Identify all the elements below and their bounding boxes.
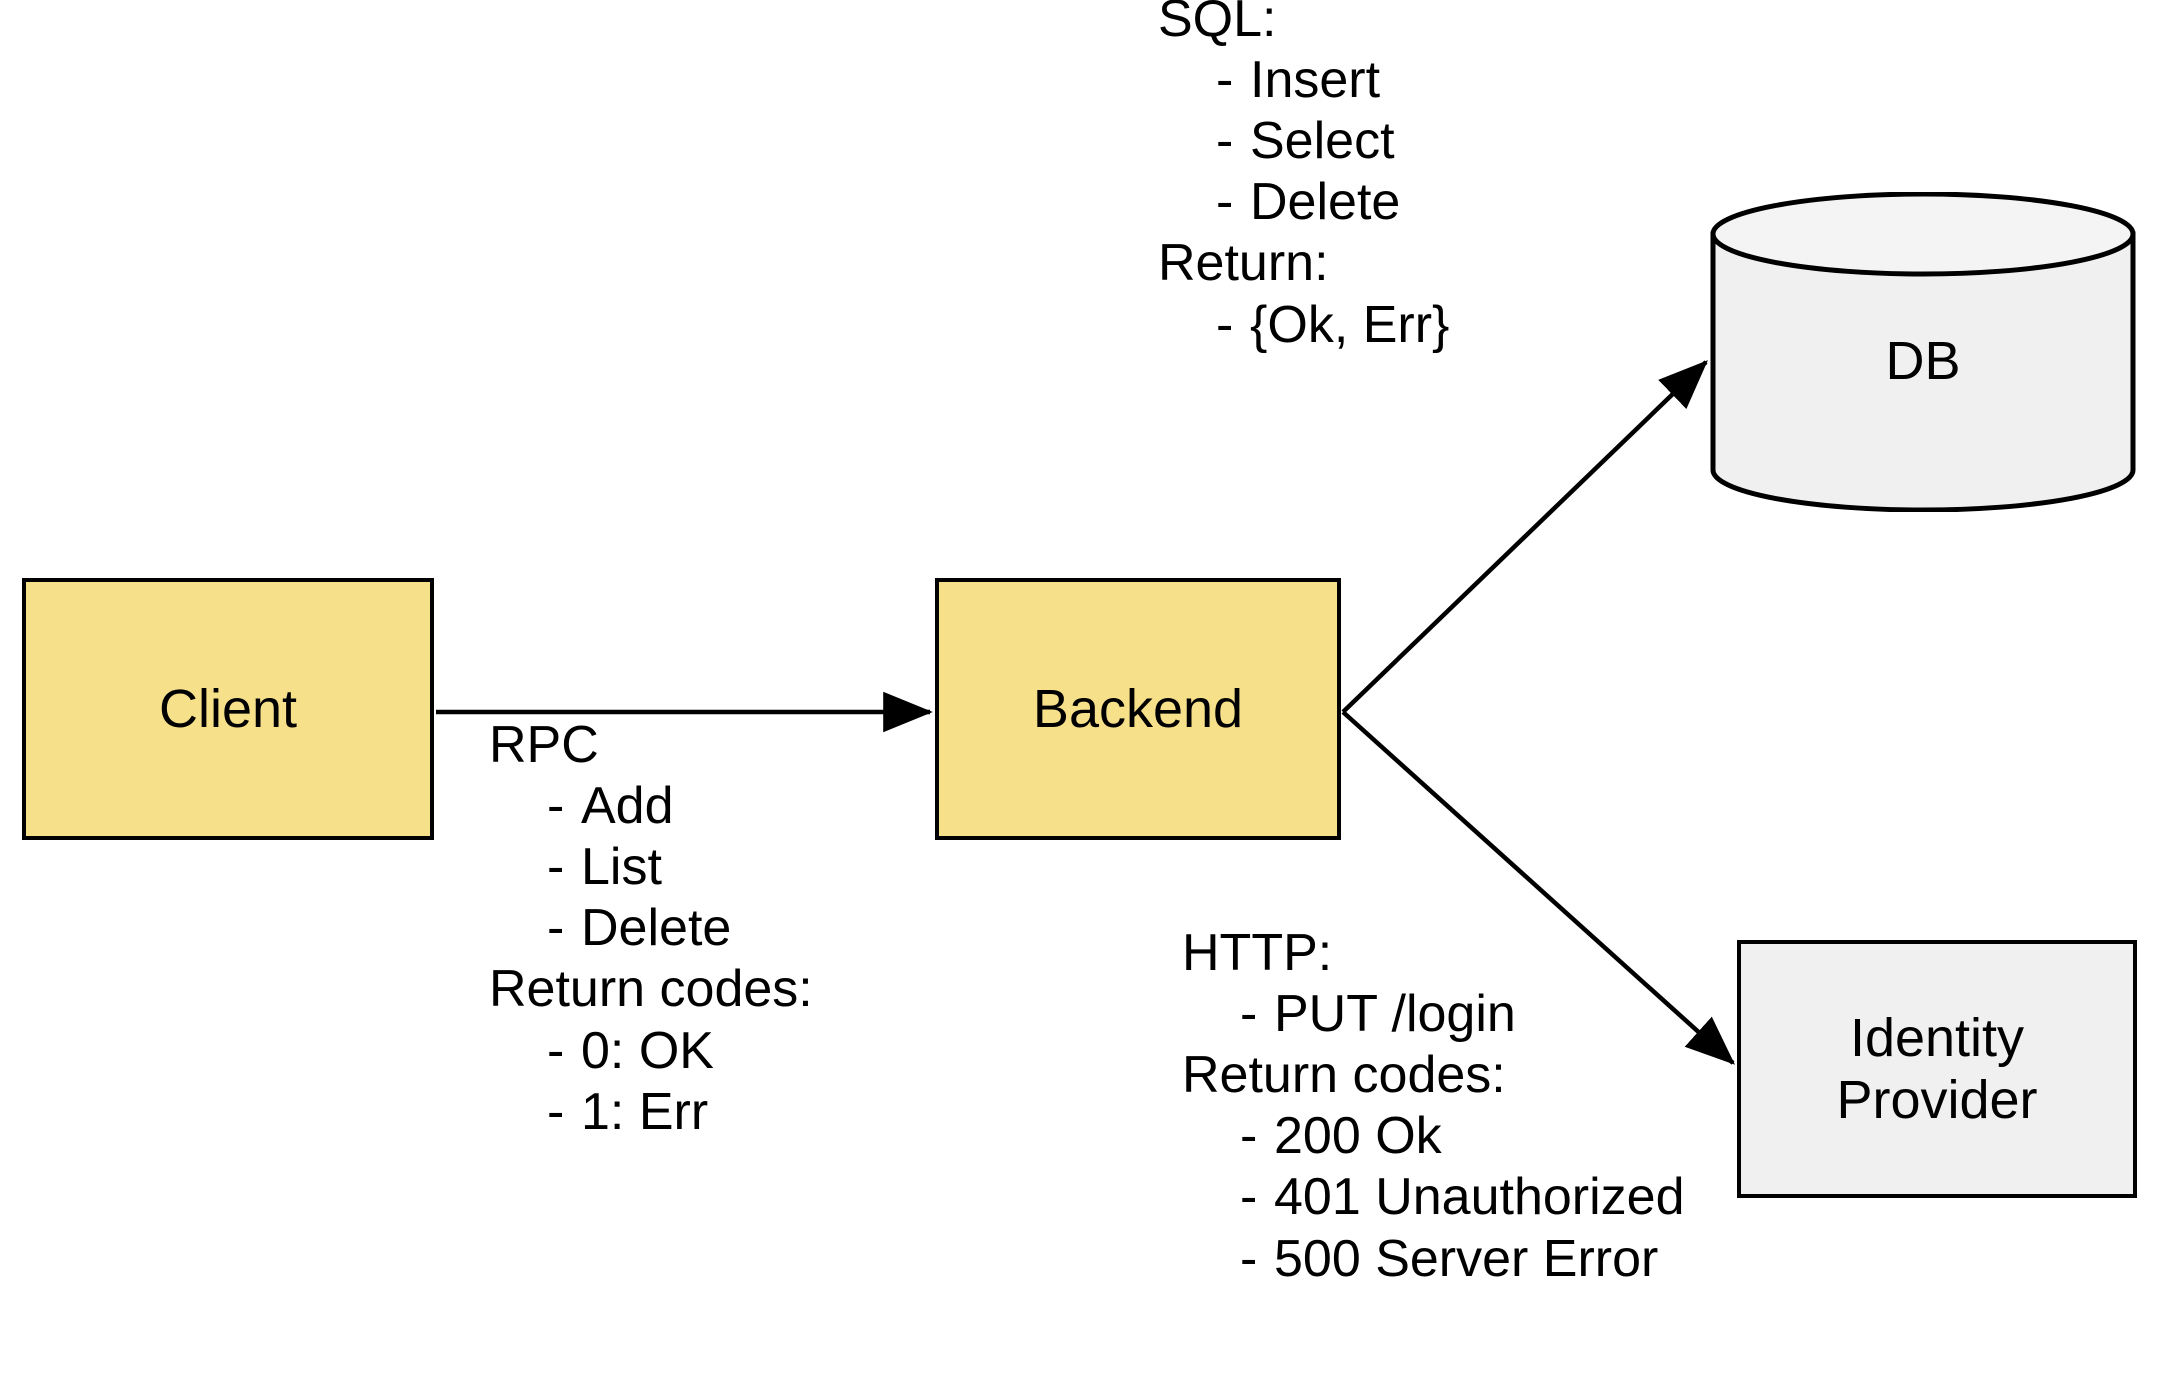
- bullet-dash: -: [1240, 1107, 1258, 1166]
- node-backend-label: Backend: [1032, 678, 1244, 739]
- bullet-text: List: [581, 838, 662, 897]
- sql-return-heading: Return:: [1158, 234, 1329, 293]
- bullet-dash: -: [1216, 295, 1234, 354]
- node-db[interactable]: DB: [1708, 192, 2138, 512]
- list-item: - PUT /login: [1182, 985, 1685, 1044]
- list-item: - {Ok, Err}: [1158, 295, 1450, 354]
- bullet-text: Add: [581, 777, 674, 836]
- rpc-heading: RPC: [489, 716, 599, 774]
- bullet-dash: -: [1216, 173, 1234, 232]
- http-return-heading: Return codes:: [1182, 1046, 1506, 1105]
- edge-backend-to-identity-provider: [1341, 710, 1736, 1065]
- list-item: - Insert: [1158, 51, 1449, 110]
- http-return-list: - 200 Ok - 401 Unauthorized - 500 Server…: [1182, 1109, 1685, 1286]
- bullet-text: 500 Server Error: [1274, 1229, 1659, 1288]
- node-backend[interactable]: Backend: [935, 578, 1341, 840]
- bullet-text: 401 Unauthorized: [1274, 1168, 1685, 1227]
- list-item: - 401 Unauthorized: [1182, 1170, 1685, 1225]
- list-item: - 200 Ok: [1182, 1109, 1685, 1164]
- list-item: - Delete: [1158, 175, 1449, 230]
- node-client-label: Client: [158, 678, 298, 739]
- http-call-list: - PUT /login: [1182, 985, 1685, 1044]
- bullet-text: 0: OK: [581, 1021, 714, 1080]
- rpc-return-list: - 0: OK - 1: Err: [489, 1021, 813, 1141]
- list-item: - List: [489, 840, 813, 895]
- annotation-sql: SQL: - Insert - Select - Delete Return: …: [1158, 0, 1449, 359]
- list-item: - 500 Server Error: [1182, 1229, 1685, 1288]
- bullet-dash: -: [1240, 985, 1258, 1044]
- bullet-dash: -: [1216, 51, 1234, 110]
- bullet-text: Insert: [1250, 51, 1381, 110]
- list-item: - 1: Err: [489, 1082, 813, 1141]
- sql-call-list: - Insert - Select - Delete: [1158, 51, 1449, 230]
- list-item: - 0: OK: [489, 1021, 813, 1080]
- bullet-text: 200 Ok: [1274, 1107, 1442, 1166]
- bullet-dash: -: [547, 1021, 565, 1080]
- annotation-rpc: RPC - Add - List - Delete Return codes: …: [489, 716, 813, 1146]
- edge-backend-to-db: [1341, 360, 1708, 714]
- rpc-call-list: - Add - List - Delete: [489, 777, 813, 956]
- node-identity-provider-label: Identity Provider: [1836, 1007, 2038, 1130]
- bullet-text: Delete: [1250, 173, 1401, 232]
- rpc-return-heading: Return codes:: [489, 960, 813, 1019]
- sql-heading: SQL:: [1158, 0, 1277, 48]
- bullet-text: {Ok, Err}: [1250, 295, 1450, 354]
- bullet-text: 1: Err: [581, 1082, 709, 1141]
- bullet-dash: -: [547, 838, 565, 897]
- bullet-dash: -: [547, 777, 565, 836]
- node-client[interactable]: Client: [22, 578, 434, 840]
- node-identity-provider[interactable]: Identity Provider: [1737, 940, 2137, 1198]
- database-cylinder-icon: [1710, 192, 2136, 512]
- bullet-text: Delete: [581, 899, 732, 958]
- sql-return-list: - {Ok, Err}: [1158, 295, 1450, 354]
- annotation-http: HTTP: - PUT /login Return codes: - 200 O…: [1182, 924, 1685, 1293]
- bullet-dash: -: [547, 1082, 565, 1141]
- list-item: - Delete: [489, 901, 813, 956]
- bullet-text: Select: [1250, 112, 1395, 171]
- node-db-label: DB: [1885, 331, 1961, 391]
- list-item: - Select: [1158, 114, 1449, 169]
- bullet-dash: -: [1240, 1229, 1258, 1288]
- http-heading: HTTP:: [1182, 924, 1333, 982]
- bullet-text: PUT /login: [1274, 985, 1516, 1044]
- bullet-dash: -: [1240, 1168, 1258, 1227]
- list-item: - Add: [489, 777, 813, 836]
- bullet-dash: -: [1216, 112, 1234, 171]
- bullet-dash: -: [547, 899, 565, 958]
